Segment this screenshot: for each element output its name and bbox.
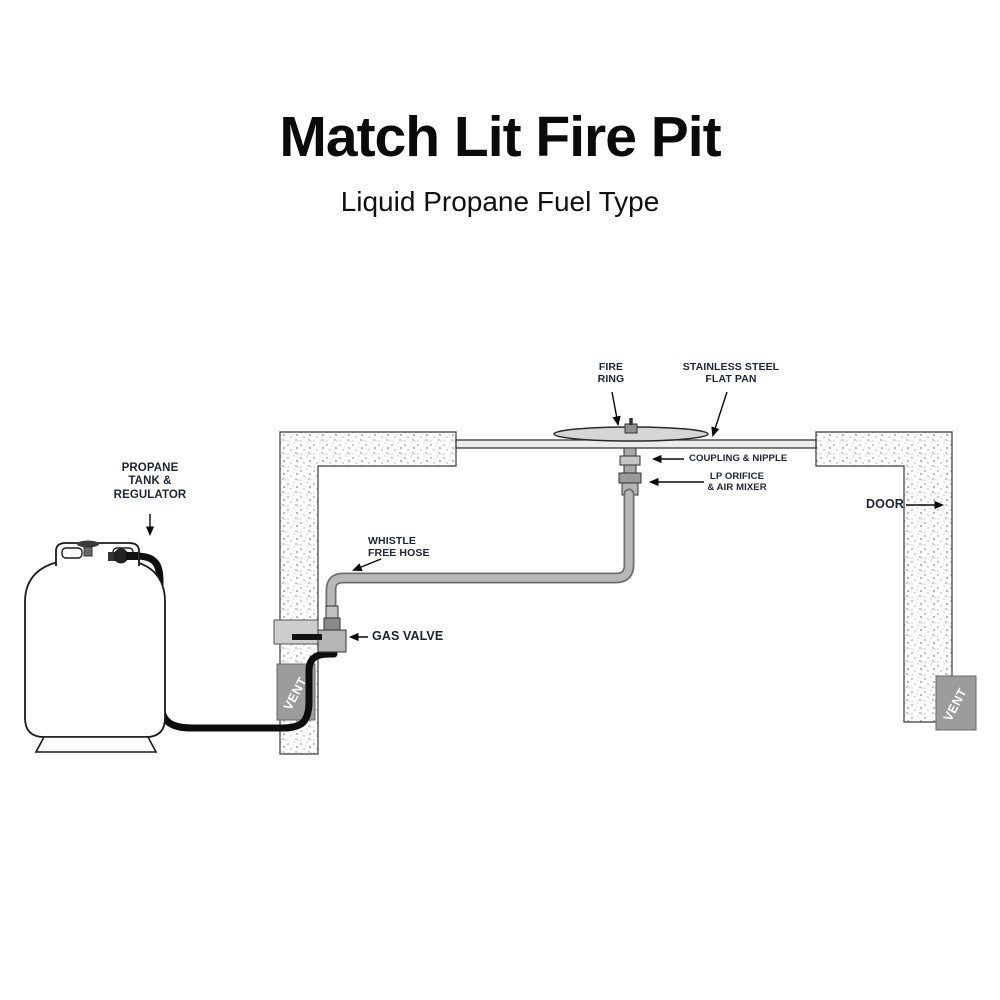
pointer-arrows: [145, 391, 945, 642]
left-wall: [279, 431, 457, 755]
gas-valve: [273, 605, 347, 653]
whistle-free-hose: [325, 488, 635, 616]
fire-ring: [553, 418, 709, 442]
tank-valve-wheel: [77, 540, 99, 557]
whistle-hose-label: WHISTLE FREE HOSE: [368, 535, 430, 560]
regulator: [108, 548, 138, 564]
supply-hose: [132, 552, 338, 732]
page-subtitle: Liquid Propane Fuel Type: [340, 186, 660, 217]
flat-pan-label: STAINLESS STEEL FLAT PAN: [682, 361, 780, 386]
lp-orifice-label: LP ORIFICE & AIR MIXER: [707, 471, 767, 494]
arrow-fire-ring: [611, 391, 621, 427]
fire-ring-label: FIRE RING: [597, 361, 625, 386]
propane-tank-label: PROPANE TANK & REGULATOR: [113, 462, 187, 501]
coupling-nipple-fitting: [619, 447, 641, 474]
arrow-flat-pan: [711, 391, 728, 437]
page-title: Match Lit Fire Pit: [279, 105, 721, 169]
propane-tank: [24, 540, 166, 753]
right-wall: [815, 431, 953, 723]
coupling-nipple-label: COUPLING & NIPPLE: [689, 453, 788, 464]
arrow-whistle-hose: [352, 558, 382, 571]
gas-valve-label: GAS VALVE: [372, 629, 444, 643]
vent-box-right: VENT: [935, 675, 977, 731]
door-label: DOOR: [866, 497, 904, 511]
